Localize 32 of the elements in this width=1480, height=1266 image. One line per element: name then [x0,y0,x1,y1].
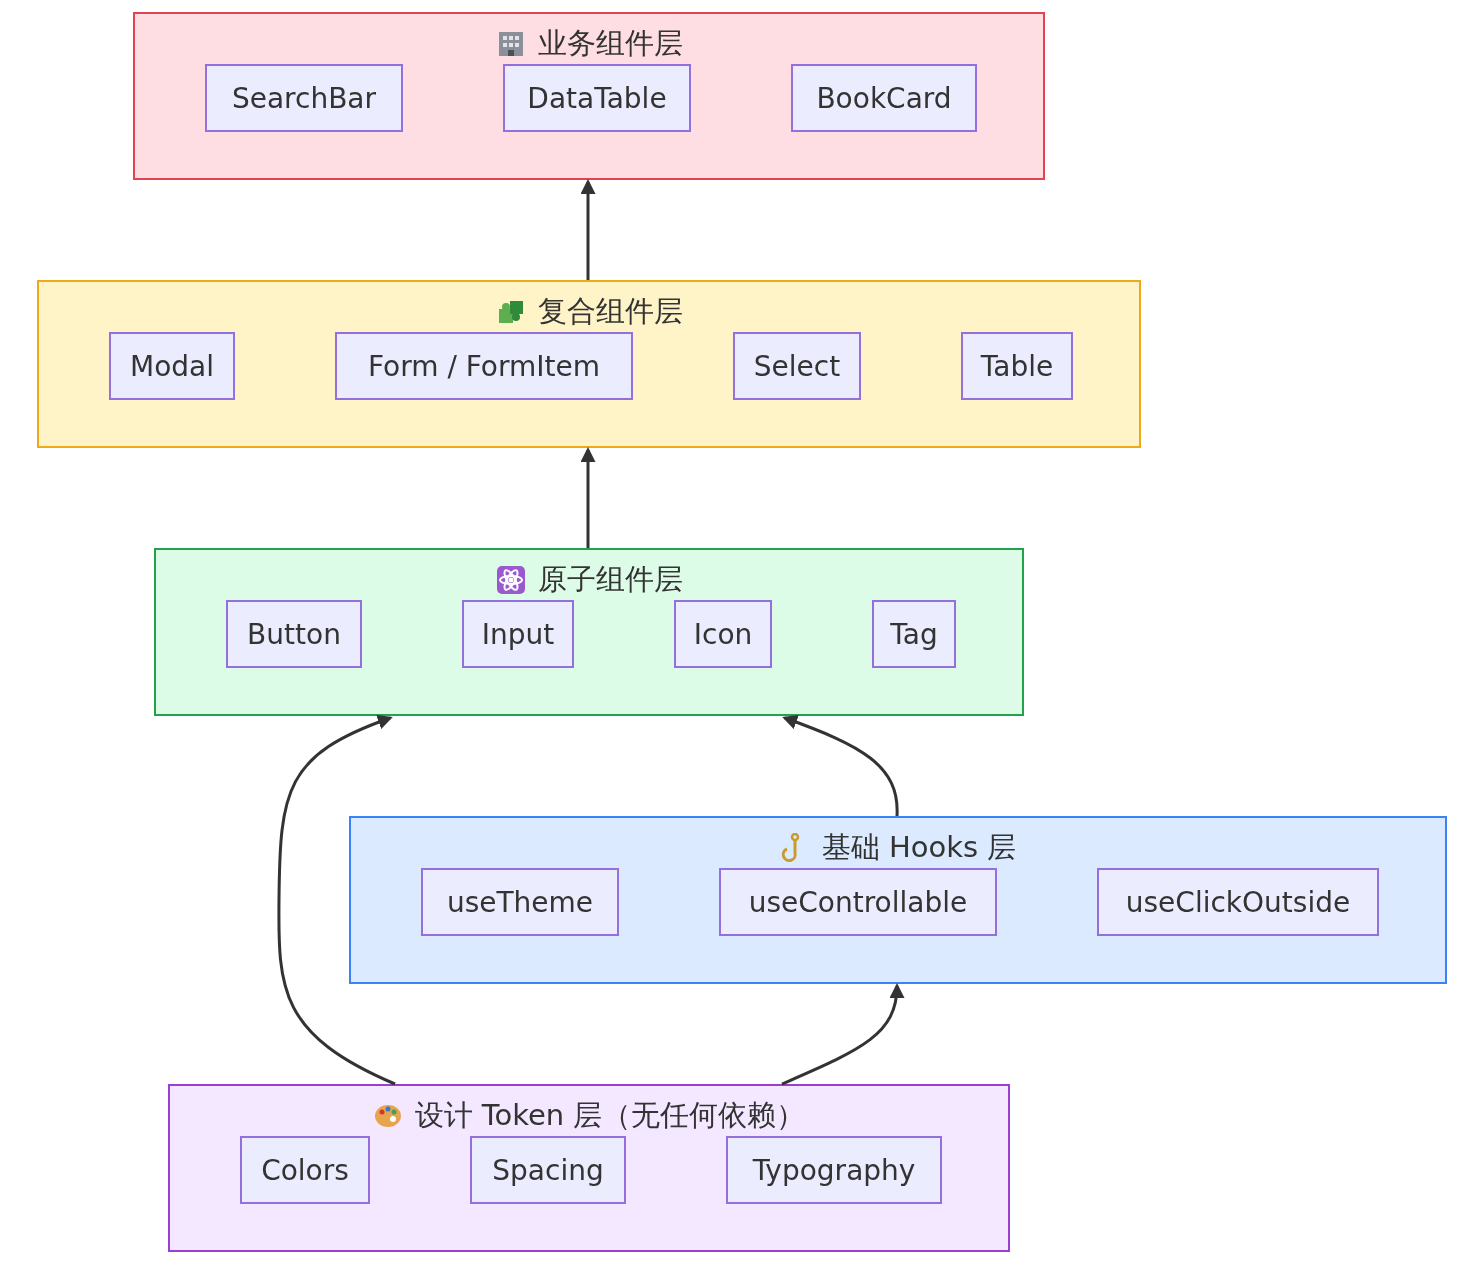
layer-panel [168,1084,1010,1252]
component-box: Colors [240,1136,370,1204]
component-box: useClickOutside [1097,868,1379,936]
component-box: Typography [726,1136,942,1204]
component-box: BookCard [791,64,977,132]
layer-panel [349,816,1447,984]
layer-title: 业务组件层 [537,25,683,62]
layer-title: 原子组件层 [537,561,683,598]
component-box: Tag [872,600,956,668]
component-box: useControllable [719,868,997,936]
component-box: Modal [109,332,235,400]
component-box: SearchBar [205,64,403,132]
component-box: useTheme [421,868,619,936]
layer-title: 复合组件层 [537,293,683,330]
component-box: DataTable [503,64,691,132]
layer-title: 基础 Hooks 层 [821,829,1017,866]
component-box: Button [226,600,362,668]
component-box: Icon [674,600,772,668]
component-box: Spacing [470,1136,626,1204]
component-box: Table [961,332,1073,400]
component-box: Form / FormItem [335,332,633,400]
arrow [782,715,899,816]
layer-panel [37,280,1141,448]
component-box: Select [733,332,861,400]
arrow [580,179,596,280]
arrow [781,983,904,1086]
layer-panel [154,548,1024,716]
arrow [580,447,596,548]
component-box: Input [462,600,574,668]
layer-title: 设计 Token 层（无任何依赖） [414,1097,806,1134]
layer-panel [133,12,1045,180]
arrow [277,715,396,1086]
